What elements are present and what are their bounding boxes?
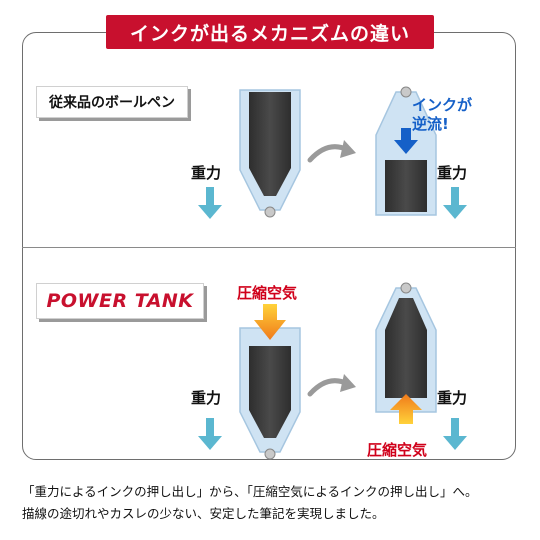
ink-backflow-line2: 逆流! <box>412 115 449 133</box>
conventional-pen-right <box>375 86 437 216</box>
compressed-air-label-bottom: 圧縮空気 <box>367 441 428 459</box>
gravity-label-powertank-right: 重力 <box>437 389 468 407</box>
title-banner: インクが出るメカニズムの違い <box>106 15 434 49</box>
power-tank-pen-left <box>239 304 301 460</box>
power-tank-logo: POWER TANK <box>36 283 204 319</box>
section-divider <box>22 247 516 248</box>
ink-backflow-note: インクが 逆流! <box>412 96 472 134</box>
caption: 「重力によるインクの押し出し」から、「圧縮空気によるインクの押し出し」へ。 描線… <box>22 481 532 525</box>
gravity-arrow-conventional-left <box>198 187 222 219</box>
caption-line1: 「重力によるインクの押し出し」から、「圧縮空気によるインクの押し出し」へ。 <box>22 484 478 499</box>
compressed-air-label-top: 圧縮空気 <box>237 284 298 302</box>
ink-backflow-line1: インクが <box>412 96 473 114</box>
gravity-arrow-powertank-right <box>443 418 467 450</box>
conventional-pen-label: 従来品のボールペン <box>36 86 188 118</box>
gravity-arrow-powertank-left <box>198 418 222 450</box>
gravity-label-conventional-left: 重力 <box>191 164 222 182</box>
gravity-label-powertank-left: 重力 <box>191 389 222 407</box>
conventional-pen-left <box>239 89 301 218</box>
power-tank-pen-right <box>375 282 437 424</box>
gravity-arrow-conventional-right <box>443 187 467 219</box>
gravity-label-conventional-right: 重力 <box>437 164 468 182</box>
caption-line2: 描線の途切れやカスレの少ない、安定した筆記を実現しました。 <box>22 506 385 521</box>
transition-arrow-bottom <box>307 374 356 397</box>
transition-arrow-top <box>307 140 356 163</box>
